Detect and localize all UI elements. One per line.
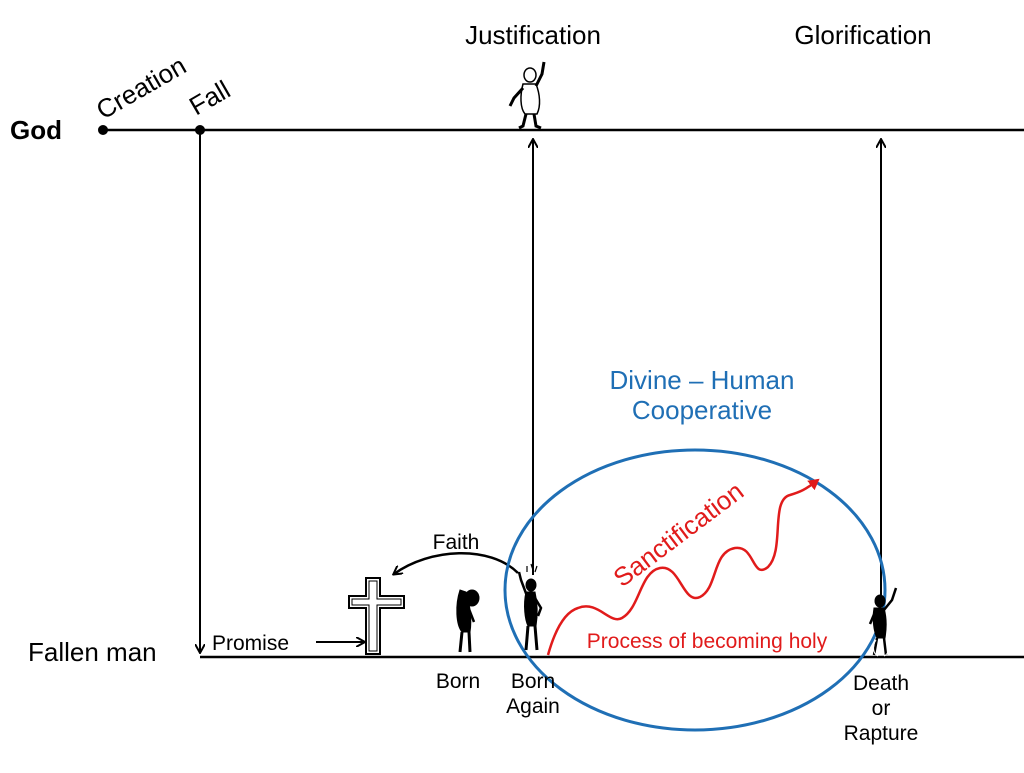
cooperative-ellipse (503, 448, 887, 732)
promise-label: Promise (212, 632, 289, 655)
fall-label: Fall (184, 74, 235, 121)
born-label: Born (436, 670, 480, 693)
creation-point (98, 125, 108, 135)
death-label-line2: or (872, 697, 891, 720)
god-label: God (10, 115, 62, 145)
divine-human-label-line1: Divine – Human (610, 365, 795, 395)
sanctification-label: Sanctification (608, 476, 750, 593)
creation-label: Creation (91, 50, 191, 125)
death-label-line3: Rapture (844, 722, 919, 745)
glorification-label: Glorification (794, 20, 931, 50)
born-again-label-line1: Born (511, 670, 555, 693)
born-again-figure-icon (517, 563, 543, 651)
fallen-man-label: Fallen man (28, 637, 157, 667)
faith-arrow (394, 552, 519, 574)
rapture-figure-icon (868, 587, 898, 657)
born-again-label-line2: Again (506, 695, 560, 718)
death-label-line1: Death (853, 672, 909, 695)
faith-label: Faith (433, 531, 480, 554)
cross-icon (348, 577, 405, 655)
process-label: Process of becoming holy (587, 630, 828, 653)
sanctification-arrow (546, 478, 820, 656)
divine-human-label-line2: Cooperative (632, 395, 772, 425)
justified-figure-icon (508, 61, 546, 130)
justification-label: Justification (465, 20, 601, 50)
born-figure-icon (456, 589, 480, 653)
